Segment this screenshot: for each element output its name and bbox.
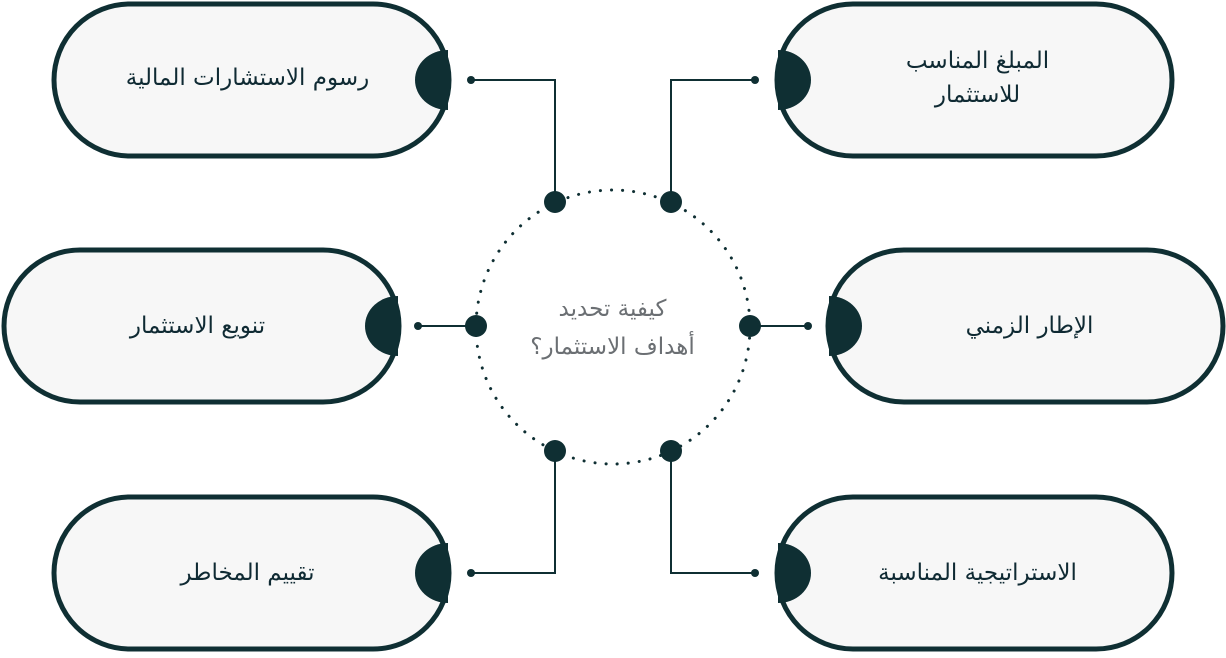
- connector-end-dot: [804, 322, 812, 330]
- connector-bottom-right: [670, 451, 755, 574]
- circle-node-dot: [660, 440, 682, 462]
- connector-top-left: [471, 79, 556, 202]
- center-question-line-2: أهداف الاستثمار؟: [530, 334, 695, 360]
- center-question: كيفية تحديد أهداف الاستثمار؟: [490, 280, 735, 376]
- pill-accent-middle-right: [829, 296, 862, 356]
- pill-accent-bottom-right: [778, 543, 811, 603]
- center-question-line-1: كيفية تحديد: [558, 296, 667, 322]
- node-label-bottom-left: تقييم المخاطر: [180, 560, 315, 586]
- connector-end-dot: [414, 322, 422, 330]
- node-pill-top-right: [774, 1, 1175, 159]
- node-pill-bottom-left: [51, 494, 452, 652]
- node-label-middle-right: الإطار الزمني: [965, 313, 1094, 339]
- node-label-top-right-line-1: المبلغ المناسب: [905, 48, 1050, 74]
- node-pill-middle-right: [825, 247, 1226, 405]
- pill-accent-bottom-left: [415, 543, 448, 603]
- pill-accent-top-right: [778, 50, 811, 110]
- circle-node-dot: [544, 191, 566, 213]
- node-label-top-right-line-2: للاستثمار: [934, 82, 1021, 108]
- node-label-top-right: المبلغ المناسب للاستثمار: [810, 40, 1145, 116]
- node-label-middle-left: تنويع الاستثمار: [129, 313, 266, 339]
- connector-end-dot: [467, 76, 475, 84]
- connector-end-dot: [751, 569, 759, 577]
- node-label-bottom-right: الاستراتيجية المناسبة: [878, 560, 1077, 586]
- connector-end-dot: [467, 569, 475, 577]
- circle-node-dot: [465, 315, 487, 337]
- pill-accent-top-left: [415, 50, 448, 110]
- node-label-top-left: رسوم الاستشارات المالية: [125, 65, 370, 91]
- circle-node-dot: [660, 191, 682, 213]
- connector-end-dot: [751, 76, 759, 84]
- circle-node-dot: [739, 315, 761, 337]
- node-pill-middle-left: [1, 247, 402, 405]
- node-pill-top-left: [51, 1, 452, 159]
- pill-accent-middle-left: [365, 296, 398, 356]
- circle-node-dot: [544, 440, 566, 462]
- connector-bottom-left: [471, 451, 556, 574]
- connector-top-right: [670, 79, 755, 202]
- node-pill-bottom-right: [774, 494, 1175, 652]
